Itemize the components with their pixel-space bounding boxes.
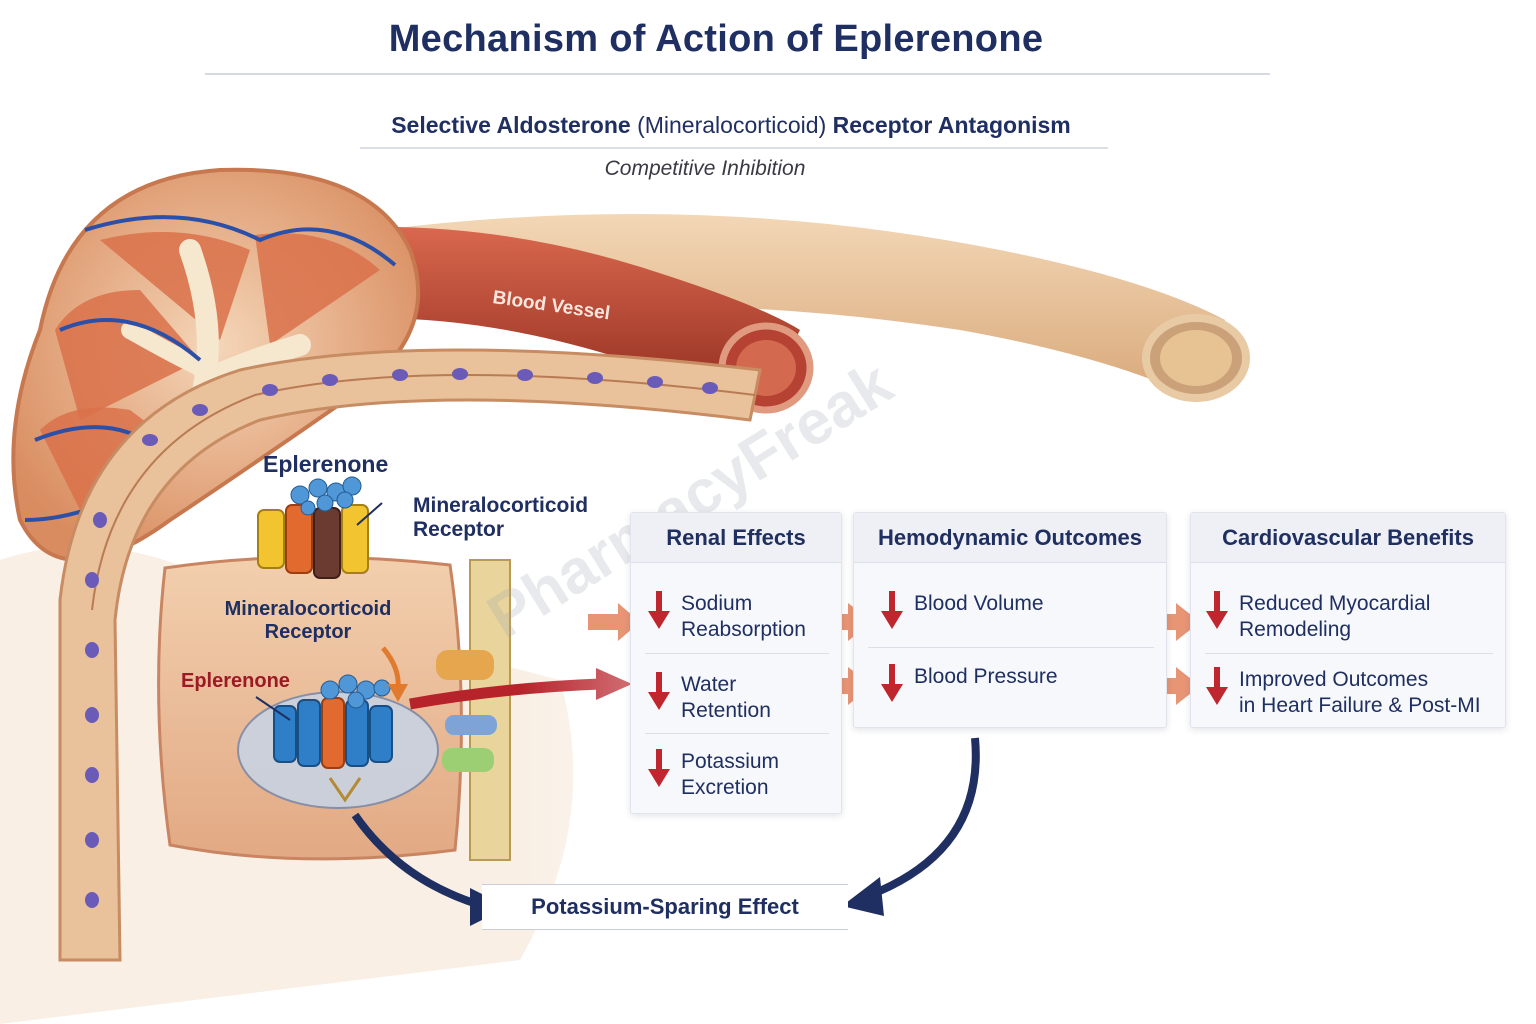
cardio-item-remodeling-line-2: Remodeling (1239, 618, 1352, 642)
hemo-item-blood-pressure-text: Blood Pressure (914, 665, 1058, 688)
receptor-label-cell-line-2: Receptor (264, 621, 352, 643)
receptor-complex-cell (273, 674, 393, 803)
page-title: Mechanism of Action of Eplerenone (388, 18, 1044, 60)
tubule-wall (58, 348, 762, 962)
divider (645, 733, 829, 734)
renal-item-water-line-1: Water (681, 673, 737, 696)
down-arrow-icon (1206, 667, 1228, 705)
receptor-complex-top (257, 476, 369, 579)
receptor-label-top-line-1: Mineralocorticoid (413, 494, 589, 517)
hemo-item-blood-pressure: Blood Pressure (880, 664, 1058, 704)
tagline: Competitive Inhibition (604, 157, 806, 180)
down-arrow-icon (648, 672, 670, 710)
cardiovascular-benefits-panel: Cardiovascular Benefits Reduced Myocardi… (1190, 512, 1506, 728)
divider (868, 647, 1154, 648)
hemodynamic-outcomes-panel: Hemodynamic Outcomes Blood Volume Blood … (853, 512, 1167, 728)
cardio-item-outcomes-line-1: Improved Outcomes (1239, 668, 1429, 691)
subtitle-part-2: (Mineralocorticoid) (637, 112, 827, 138)
receptor-label-top-line-2: Receptor (413, 518, 505, 542)
eplerenone-label-cell: Eplerenone (181, 670, 290, 692)
potassium-sparing-effect: Potassium-Sparing Effect (482, 884, 848, 930)
renal-item-potassium-line-1: Potassium (681, 750, 780, 773)
cardiovascular-benefits-heading: Cardiovascular Benefits (1191, 513, 1505, 563)
down-arrow-icon (881, 664, 903, 702)
down-arrow-icon (1206, 591, 1228, 629)
cardio-item-remodeling-line-1: Reduced Myocardial (1239, 592, 1431, 615)
membrane-transporters (436, 559, 511, 861)
hemo-item-blood-volume: Blood Volume (880, 591, 1044, 631)
cardio-item-outcomes-line-2: in Heart Failure & Post-MI (1239, 694, 1481, 718)
down-arrow-icon (648, 749, 670, 787)
subtitle-part-3: Receptor Antagonism (826, 112, 1071, 138)
renal-item-potassium-line-2: Excretion (681, 776, 769, 800)
divider (1205, 653, 1493, 654)
renal-item-sodium-line-1: Sodium (681, 592, 753, 615)
eplerenone-label-top: Eplerenone (263, 451, 389, 477)
renal-item-water-line-2: Retention (681, 699, 771, 723)
receptor-label-cell: Mineralocorticoid Receptor (218, 598, 398, 644)
down-arrow-icon (881, 591, 903, 629)
renal-item-sodium-line-2: Reabsorption (681, 618, 806, 642)
receptor-label-top: Mineralocorticoid Receptor (413, 494, 588, 542)
cardio-item-outcomes: Improved Outcomes in Heart Failure & Post… (1205, 667, 1481, 720)
renal-effects-heading: Renal Effects (631, 513, 841, 563)
hemodynamic-outcomes-heading: Hemodynamic Outcomes (854, 513, 1166, 563)
receptor-label-cell-line-1: Mineralocorticoid (224, 598, 392, 620)
hemo-item-blood-volume-text: Blood Volume (914, 592, 1044, 615)
divider (645, 653, 829, 654)
down-arrow-icon (648, 591, 670, 629)
subtitle-part-1: Selective Aldosterone (391, 112, 638, 138)
page-subtitle: Selective Aldosterone (Mineralocorticoid… (0, 112, 1462, 139)
